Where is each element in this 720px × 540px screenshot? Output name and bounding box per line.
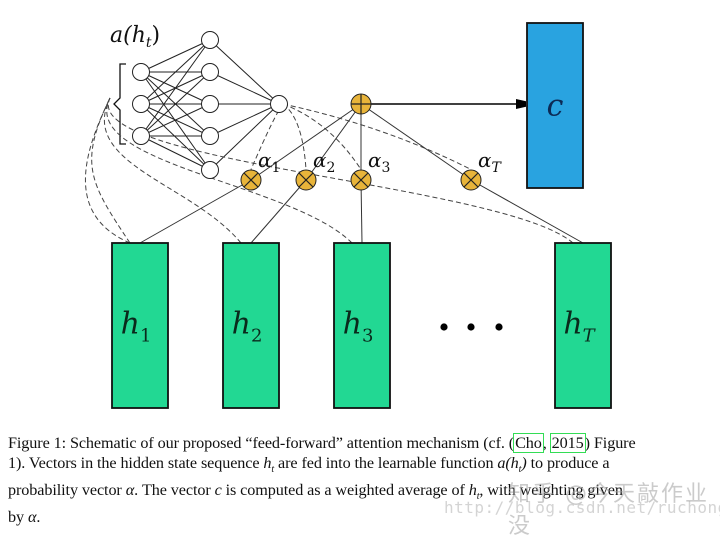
edge-hidden-to-multiplier: [360, 179, 363, 244]
context-vector-box: [526, 22, 584, 189]
network-edge: [209, 103, 280, 137]
dashed-edge-output-to-alpha: [282, 103, 362, 170]
network-edge: [140, 71, 211, 137]
network-edges: [113, 39, 280, 171]
output-node: [270, 95, 288, 113]
hidden-node: [201, 31, 219, 49]
caption-line-2: 1). Vectors in the hidden state sequence…: [8, 454, 610, 476]
hidden-node: [201, 127, 219, 145]
network-edge: [209, 103, 280, 171]
network-edge: [140, 39, 211, 105]
alpha-label-T: αT: [478, 148, 503, 176]
ellipsis-dot: [495, 323, 503, 331]
hidden-state-box-T: [554, 242, 612, 409]
weighted-sum-edges: [139, 103, 584, 244]
input-node: [132, 63, 150, 81]
math-h-t: ht: [468, 481, 480, 503]
dashed-edge-hidden-to-network: [91, 97, 131, 244]
hidden-node: [201, 63, 219, 81]
math-a-h-t: a(ht): [497, 454, 527, 476]
edge-hidden-to-multiplier: [139, 179, 252, 244]
times-icon: [463, 172, 479, 188]
figure-caption: Figure 1: Schematic of our proposed “fee…: [8, 433, 714, 527]
dashed-edge-hidden-to-network: [103, 97, 242, 244]
times-icon: [353, 172, 369, 188]
network-edge: [140, 39, 211, 137]
alpha-label-3: α3: [368, 148, 390, 176]
network-edge: [209, 39, 280, 105]
math-h-t: ht: [263, 454, 275, 476]
network-function-label: a(ht): [110, 23, 160, 51]
hidden-node: [201, 95, 219, 113]
caption-line-3: probability vector α. The vector c is co…: [8, 481, 623, 503]
ellipsis-dot: [467, 323, 475, 331]
watermark-url: http://blog.csdn.net/ruchonge: [444, 498, 720, 517]
input-node: [132, 127, 150, 145]
times-icon: [298, 172, 314, 188]
edge-multiplier-to-sum: [360, 103, 472, 181]
context-vector-label: c: [547, 89, 564, 124]
hidden-state-box-2: [222, 242, 280, 409]
dashed-edge-hidden-to-network: [106, 97, 353, 244]
edge-hidden-to-multiplier: [250, 179, 307, 244]
hidden-node: [201, 161, 219, 179]
alpha-label-2: α2: [313, 148, 335, 176]
dashed-edge-hidden-to-network: [84, 97, 131, 244]
input-node: [132, 95, 150, 113]
network-edge: [209, 71, 280, 105]
math-c: c: [214, 481, 222, 500]
citation-year-link[interactable]: 2015: [549, 433, 586, 453]
citation-author-link[interactable]: Cho: [513, 433, 544, 453]
caption-line-4: by α.: [8, 508, 41, 527]
times-icon: [243, 172, 259, 188]
alpha-label-1: α1: [258, 148, 280, 176]
input-brace: [113, 63, 126, 145]
ellipsis-dot: [440, 323, 448, 331]
network-edge: [140, 39, 211, 73]
hidden-state-box-1: [111, 242, 169, 409]
edge-multiplier-to-sum: [250, 103, 362, 181]
watermark-zhihu: 知乎 @今天敲作业没: [508, 482, 709, 539]
dashed-edge-output-to-alpha: [282, 103, 472, 170]
network-edge: [140, 71, 211, 171]
network-edge: [140, 103, 211, 137]
math-alpha: α: [27, 508, 37, 527]
edge-multiplier-to-sum: [305, 103, 362, 181]
network-edge: [140, 103, 211, 171]
caption-line-1: Figure 1: Schematic of our proposed “fee…: [8, 433, 636, 453]
hidden-state-box-3: [333, 242, 391, 409]
dashed-edge-output-to-alpha: [282, 103, 307, 170]
math-alpha: α: [125, 481, 135, 500]
edge-hidden-to-multiplier: [470, 179, 584, 244]
network-edge: [140, 135, 211, 171]
